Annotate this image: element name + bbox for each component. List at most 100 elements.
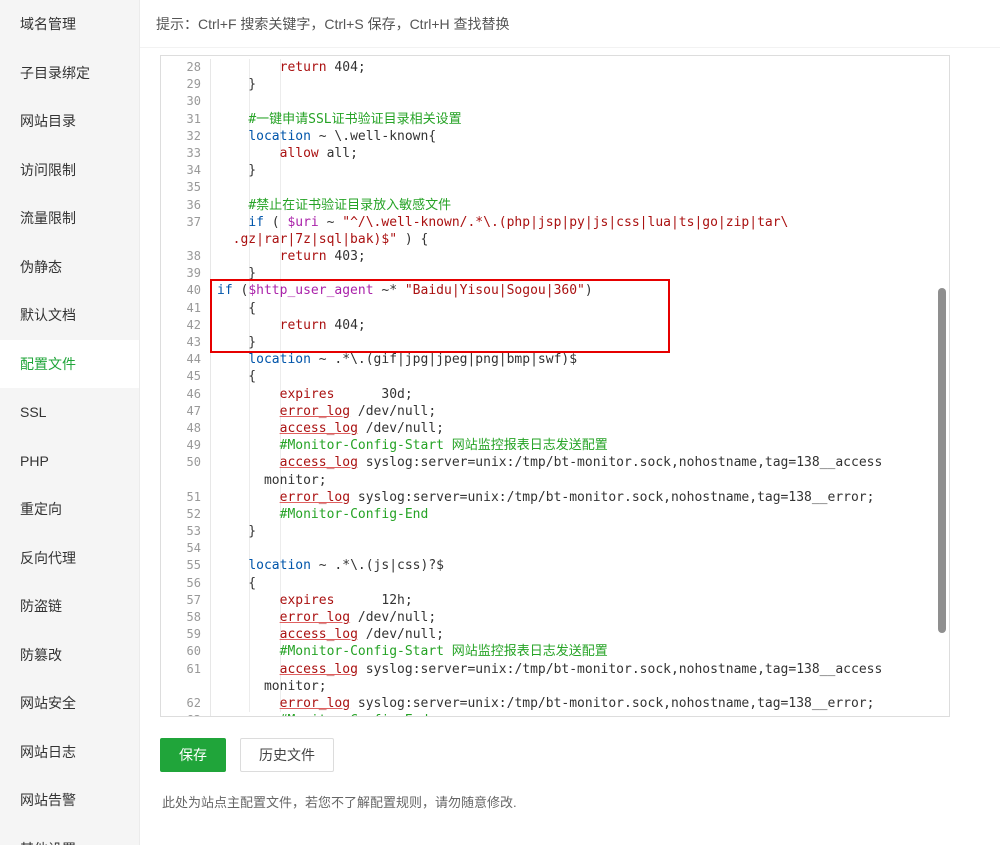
- code-token: }: [217, 163, 257, 179]
- code-token: 404;: [326, 60, 366, 75]
- code-line: 54: [161, 540, 949, 558]
- editor-hint-bar: 提示：Ctrl+F 搜索关键字，Ctrl+S 保存，Ctrl+H 查找替换: [140, 0, 1000, 48]
- code-token: error_log: [279, 695, 351, 711]
- code-text: return 404;: [211, 317, 366, 334]
- code-text: expires 30d;: [211, 386, 413, 403]
- code-text: if ($http_user_agent ~* "Baidu|Yisou|Sog…: [211, 282, 593, 299]
- code-line: 38 return 403;: [161, 248, 949, 266]
- line-number: 45: [161, 368, 211, 386]
- code-text: .gz|rar|7z|sql|bak)$" ) {: [211, 231, 429, 248]
- code-token: monitor;: [217, 472, 327, 488]
- sidebar-item-site-dir[interactable]: 网站目录: [20, 113, 76, 129]
- code-token: [217, 490, 280, 505]
- code-token: syslog:server=unix:/tmp/bt-monitor.sock,…: [357, 455, 883, 471]
- code-line: 56 {: [161, 574, 949, 592]
- code-line: 51 error_log syslog:server=unix:/tmp/bt-…: [161, 488, 949, 506]
- code-text: allow all;: [211, 145, 358, 162]
- code-token: expires: [279, 386, 335, 402]
- code-text: [211, 93, 217, 110]
- line-number: 56: [161, 574, 211, 592]
- code-line: 62 error_log syslog:server=unix:/tmp/bt-…: [161, 694, 949, 713]
- line-number: 48: [161, 419, 211, 438]
- code-token: "^/\.well-known/.*\.(php|jsp|py|js|css|l…: [342, 214, 789, 230]
- line-number: 51: [161, 488, 211, 506]
- save-button[interactable]: 保存: [160, 738, 226, 772]
- main-content: 提示：Ctrl+F 搜索关键字，Ctrl+S 保存，Ctrl+H 查找替换 28…: [140, 0, 1000, 845]
- code-token: if: [248, 214, 264, 230]
- code-line: 34 }: [161, 162, 949, 180]
- code-line: 61 access_log syslog:server=unix:/tmp/bt…: [161, 660, 949, 678]
- code-line: 41 {: [161, 299, 949, 317]
- code-line: 58 error_log /dev/null;: [161, 609, 949, 627]
- line-number: [161, 471, 211, 489]
- code-line: 35: [161, 179, 949, 197]
- sidebar-item-subdir-bind[interactable]: 子目录绑定: [20, 64, 90, 81]
- code-text: {: [211, 300, 256, 317]
- line-number: 49: [161, 437, 211, 455]
- sidebar-item-site-alarm[interactable]: 网站告警: [20, 792, 76, 808]
- code-token: [217, 610, 280, 625]
- line-number: 35: [161, 179, 211, 197]
- code-text: #禁止在证书验证目录放入敏感文件: [211, 197, 451, 214]
- code-text: #一键申请SSL证书验证目录相关设置: [211, 111, 461, 128]
- code-token: [217, 146, 280, 161]
- code-line: 31 #一键申请SSL证书验证目录相关设置: [161, 110, 949, 128]
- sidebar-item-domain-manage[interactable]: 域名管理: [20, 16, 76, 32]
- line-number: 43: [161, 334, 211, 352]
- sidebar-item-config-file[interactable]: 配置文件: [0, 339, 139, 388]
- line-number: 44: [161, 351, 211, 369]
- sidebar-item-php[interactable]: PHP: [20, 452, 49, 469]
- sidebar-item-default-doc[interactable]: 默认文档: [20, 307, 76, 323]
- code-token: [217, 713, 280, 716]
- sidebar-item-access-limit[interactable]: 访问限制: [20, 161, 76, 178]
- sidebar-item-redirect[interactable]: 重定向: [20, 501, 62, 517]
- sidebar-item-reverse-proxy[interactable]: 反向代理: [20, 549, 76, 566]
- code-line: 32 location ~ \.well-known{: [161, 127, 949, 145]
- code-token: error_log: [279, 610, 351, 625]
- code-token: (: [232, 283, 249, 299]
- line-number: 55: [161, 557, 211, 575]
- code-token: syslog:server=unix:/tmp/bt-monitor.sock,…: [350, 695, 875, 711]
- scrollbar-thumb[interactable]: [938, 288, 946, 633]
- sidebar-item-ssl[interactable]: SSL: [20, 404, 47, 420]
- code-token: .gz|rar|7z|sql|bak)$": [232, 231, 398, 247]
- code-token: [217, 129, 248, 144]
- sidebar-item-site-security[interactable]: 网站安全: [20, 695, 76, 711]
- code-line: 36 #禁止在证书验证目录放入敏感文件: [161, 196, 949, 214]
- sidebar-item-hotlink-protect[interactable]: 防盗链: [20, 598, 62, 614]
- code-token: /dev/null;: [357, 627, 444, 643]
- line-number: 62: [161, 694, 211, 713]
- sidebar-item-traffic-limit[interactable]: 流量限制: [20, 210, 76, 226]
- code-text: monitor;: [211, 678, 327, 695]
- code-line: 33 allow all;: [161, 144, 949, 163]
- code-text: [211, 540, 217, 557]
- code-token: [217, 507, 280, 522]
- sidebar-item-rewrite[interactable]: 伪静态: [20, 258, 62, 275]
- code-token: location: [248, 128, 311, 144]
- line-number: 50: [161, 454, 211, 472]
- line-number: 31: [161, 110, 211, 128]
- code-token: [217, 318, 280, 333]
- code-line: 44 location ~ .*\.(gif|jpg|jpeg|png|bmp|…: [161, 351, 949, 369]
- code-token: [217, 404, 280, 419]
- sidebar-item-other-settings[interactable]: 其他设置: [0, 825, 139, 845]
- footer-note: 此处为站点主配置文件，若您不了解配置规则，请勿随意修改.: [162, 795, 517, 810]
- line-number: [161, 677, 211, 695]
- code-text: #Monitor-Config-Start 网站监控报表日志发送配置: [211, 437, 608, 454]
- code-text: access_log /dev/null;: [211, 626, 444, 643]
- code-token: [217, 644, 280, 659]
- code-token: [217, 249, 280, 264]
- code-token: {: [217, 369, 257, 385]
- line-number: 29: [161, 76, 211, 94]
- code-token: }: [217, 266, 257, 282]
- sidebar-item-site-log[interactable]: 网站日志: [20, 743, 76, 760]
- code-token: syslog:server=unix:/tmp/bt-monitor.sock,…: [350, 489, 875, 505]
- sidebar-item-tamper-proof[interactable]: 防篡改: [20, 646, 62, 663]
- history-button[interactable]: 历史文件: [240, 738, 334, 772]
- sidebar-menu: 域名管理子目录绑定网站目录访问限制流量限制伪静态默认文档配置文件 SSL PHP 重定…: [0, 0, 139, 845]
- code-token: /dev/null;: [357, 420, 444, 436]
- code-line: 46 expires 30d;: [161, 385, 949, 403]
